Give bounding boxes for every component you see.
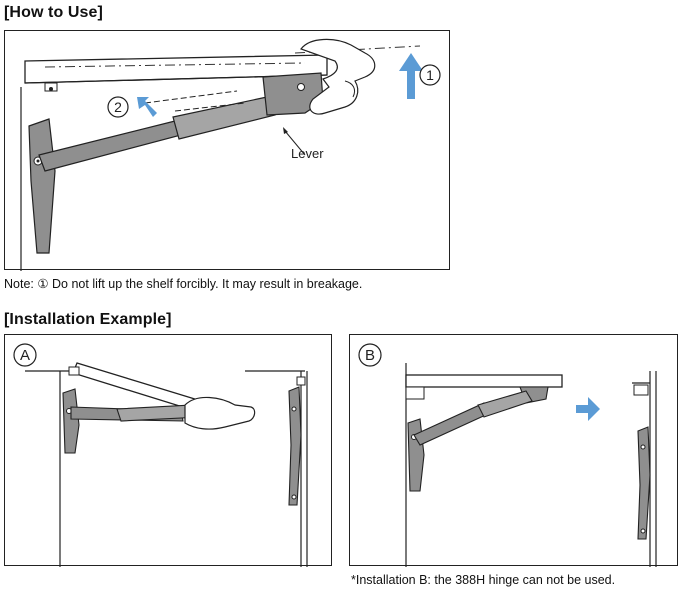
move-right-arrow-icon xyxy=(576,397,600,421)
how-to-use-drawing: 1 2 Lever xyxy=(20,38,441,271)
lever-label: Lever xyxy=(291,146,324,161)
horizontal-shelf xyxy=(405,374,563,388)
panel-a-hand xyxy=(184,396,256,430)
installation-a-drawing: A xyxy=(13,343,308,567)
lift-arrow-icon xyxy=(399,53,423,99)
installation-panel-b: B xyxy=(349,334,678,567)
wall-bracket xyxy=(28,118,56,254)
panel-a-badge-icon xyxy=(13,343,37,367)
upper-arm xyxy=(172,96,276,140)
installation-footnote: *Installation B: the 388H hinge can not … xyxy=(351,573,616,587)
lever-arrow-icon xyxy=(137,97,157,117)
how-to-use-illustration: 1 2 Lever xyxy=(4,30,450,271)
how-to-use-heading: [How to Use] xyxy=(4,4,103,21)
installation-panel-a: A xyxy=(4,334,332,567)
panel-b-badge-icon xyxy=(358,343,382,367)
panel-a-bracket xyxy=(62,388,80,454)
installation-example-heading: [Installation Example] xyxy=(4,311,172,328)
installation-b-drawing: B xyxy=(358,343,657,567)
usage-note: Note: ① Do not lift up the shelf forcibl… xyxy=(4,277,363,291)
panel-b-label: B xyxy=(365,347,375,364)
step-2-icon xyxy=(107,96,129,118)
panel-b-bracket xyxy=(407,418,425,492)
step-2-number: 2 xyxy=(114,99,122,115)
step-1-number: 1 xyxy=(426,67,434,83)
lever-callout-line xyxy=(284,130,306,156)
step-1-icon xyxy=(419,64,441,86)
lever-motion-line xyxy=(144,90,238,104)
panel-b-folded-bracket xyxy=(637,426,651,540)
panel-a-folded-bracket xyxy=(288,386,302,506)
lower-arm xyxy=(38,120,182,172)
panel-a-label: A xyxy=(20,347,30,364)
hand-lifting xyxy=(300,38,376,115)
panel-b-arm xyxy=(413,402,491,446)
